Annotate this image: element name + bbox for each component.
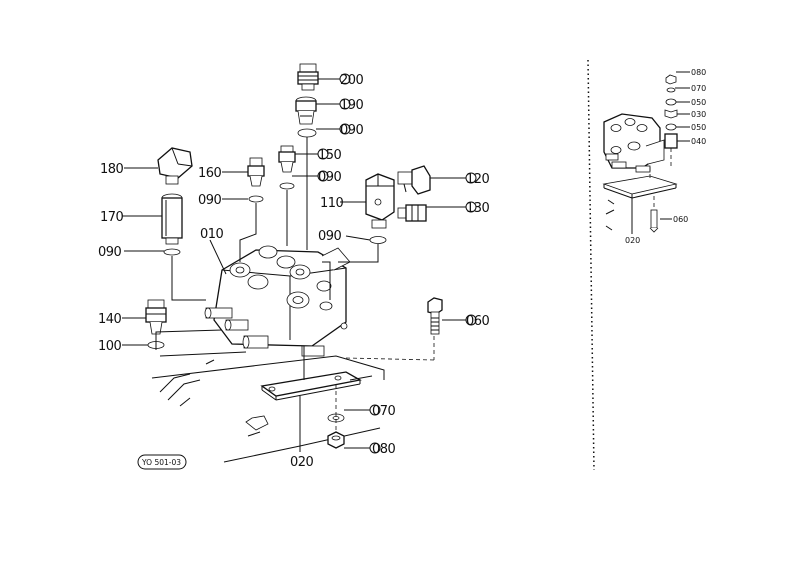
callout-140: 140 — [98, 312, 122, 327]
part-150-fitting — [278, 145, 296, 173]
part-090-oring-e — [369, 236, 387, 244]
callout-060: 060 — [466, 314, 490, 329]
callout-bubbles — [317, 73, 477, 454]
inset-separator — [587, 59, 595, 471]
part-090-oring-b — [279, 182, 295, 190]
inset-callout-020: 020 — [625, 236, 640, 245]
part-160-fitting — [247, 157, 265, 187]
part-190-adapter — [295, 96, 317, 125]
callout-190: 190 — [340, 98, 364, 113]
part-080-nut — [327, 431, 345, 449]
callout-180: 180 — [100, 162, 124, 177]
callout-090-c: 090 — [318, 170, 342, 185]
callout-110: 110 — [320, 196, 344, 211]
part-070-washer — [327, 413, 345, 423]
callout-080: 080 — [372, 442, 396, 457]
part-090-oring-d — [163, 248, 181, 256]
part-010-valve-body — [204, 245, 351, 357]
callout-160: 160 — [198, 166, 222, 181]
callout-130: 130 — [466, 201, 490, 216]
inset-assembly — [602, 71, 690, 234]
callout-090-e: 090 — [318, 229, 342, 244]
part-090-oring-c — [248, 195, 264, 203]
part-060-bolt — [427, 297, 443, 335]
callout-090-a: 090 — [340, 123, 364, 138]
reference-code-badge: YO 501-03 — [137, 454, 187, 470]
callout-170: 170 — [100, 210, 124, 225]
part-110-block — [365, 173, 395, 229]
part-120-elbow — [397, 165, 431, 195]
inset-callout-030: 030 — [691, 110, 706, 119]
inset-callout-050-b: 050 — [691, 123, 706, 132]
callout-200: 200 — [340, 73, 364, 88]
callout-070: 070 — [372, 404, 396, 419]
reference-code: YO 501-03 — [141, 458, 181, 467]
callout-010: 010 — [200, 227, 224, 242]
inset-callout-050-a: 050 — [691, 98, 706, 107]
callout-090-d: 090 — [98, 245, 122, 260]
callout-100: 100 — [98, 339, 122, 354]
part-200-fitting — [297, 63, 319, 91]
part-180-elbow — [157, 147, 193, 185]
callout-150: 150 — [318, 148, 342, 163]
part-020-plate — [260, 371, 362, 401]
inset-callout-040: 040 — [691, 137, 706, 146]
callout-020: 020 — [290, 455, 314, 470]
leader-lines — [122, 78, 466, 452]
inset-callout-080: 080 — [691, 68, 706, 77]
inset-callout-070: 070 — [691, 84, 706, 93]
part-130-fitting — [397, 204, 427, 222]
inset-callout-060: 060 — [673, 215, 688, 224]
part-170-cylinder — [161, 193, 183, 245]
part-090-oring-a — [297, 128, 317, 138]
frame-outline — [151, 355, 385, 463]
callout-120: 120 — [466, 172, 490, 187]
part-140-fitting — [145, 299, 167, 335]
assembly-lines — [155, 137, 435, 432]
callout-090-b: 090 — [198, 193, 222, 208]
